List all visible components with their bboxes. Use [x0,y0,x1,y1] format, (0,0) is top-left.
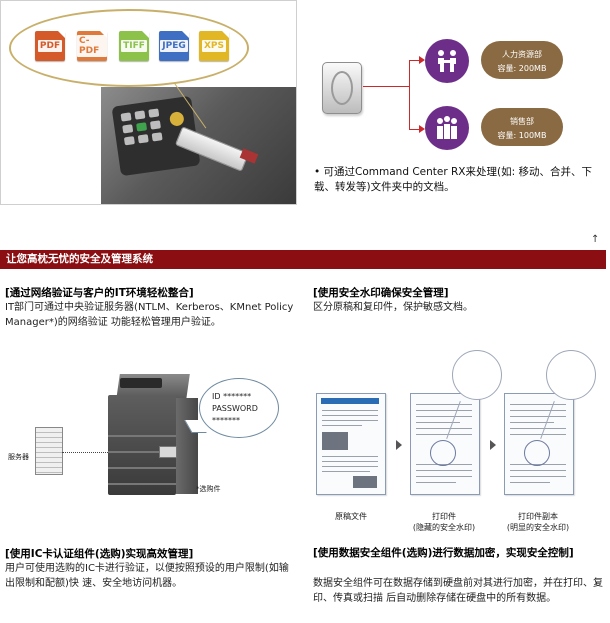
back-to-top-icon[interactable]: ↑ [591,234,600,245]
data-security-title: [使用数据安全组件(选购)进行数据加密，实现安全控制] [313,547,574,559]
file-format-label: XPS [201,40,227,52]
department-name: 人力资源部 [502,50,542,59]
group-icon [425,106,469,150]
file-format-icon-tiff: TIFF [119,31,149,61]
option-label: *选购件 [196,485,221,493]
watermark-title: [使用安全水印确保安全管理] [313,287,449,299]
section-banner: 让您高枕无忧的安全及管理系统 [0,250,606,269]
arrow-head-icon [419,56,425,64]
copy-sub-label: (明显的安全水印) [506,523,570,532]
print-label: 打印件 [432,512,456,521]
connector-line [409,60,410,130]
file-format-label: JPEG [160,40,188,52]
file-format-icon-c-pdf: C-PDF [77,31,107,61]
arrow-right-icon [396,440,402,450]
password-mask: ******* [212,416,240,425]
server-label: 服务器 [8,453,29,461]
id-field-text: ID ******* [212,392,252,401]
watermark-body: 区分原稿和复印件，保护敏感文档。 [313,302,473,313]
magnifier-hidden-watermark-icon [452,350,502,400]
hard-disk-icon [322,62,362,114]
login-speech-bubble [199,378,279,438]
network-auth-title: [通过网络验证与客户的IT环境轻松整合] [5,287,194,299]
handshake-icon [425,39,469,83]
connector-line [363,86,409,87]
copy-caption: 打印件副本 (明显的安全水印) [494,511,582,533]
mfp-control-panel [120,378,162,388]
magnifier-ring [430,440,456,466]
data-security-body: 数据安全组件可在数据存储到硬盘前对其进行加密，并在打印、复印、传真或扫描 后自动… [313,578,603,604]
department-name: 销售部 [510,117,534,126]
magnifier-ring [524,440,550,466]
ic-card-reader-icon [159,446,177,458]
mfp-side [176,398,198,494]
file-format-icon-jpeg: JPEG [159,31,189,61]
connector-line [409,129,421,130]
command-center-description: • 可通过Command Center RX来处理(如: 移动、合并、下载、转发… [314,166,592,193]
network-link-line [62,452,108,453]
connector-line [409,60,421,61]
file-format-icon-pdf: PDF [35,31,65,61]
department-capacity: 容量: 200MB [497,64,547,73]
print-sub-label: (隐藏的安全水印) [412,523,476,532]
file-format-label: PDF [37,40,63,52]
file-format-icon-xps: XPS [199,31,229,61]
arrow-head-icon [419,125,425,133]
usb-printing-panel: PDF C-PDF TIFF JPEG XPS [0,0,297,205]
arrow-right-icon [490,440,496,450]
file-format-label: C-PDF [77,35,107,57]
department-card-hr: 人力资源部 容量: 200MB [481,41,563,79]
department-capacity: 容量: 100MB [497,131,547,140]
department-card-sales: 销售部 容量: 100MB [481,108,563,146]
print-caption: 打印件 (隐藏的安全水印) [400,511,488,533]
multifunction-printer-image [108,395,176,495]
password-label: PASSWORD [212,404,258,413]
original-document [316,393,386,495]
ic-card-body: 用户可使用选购的IC卡进行验证，以便按照预设的用户限制(如输出限制和配额)快 速… [5,563,289,589]
file-format-label: TIFF [121,40,147,52]
network-auth-body: IT部门可通过中央验证服务器(NTLM、Kerberos、KMnet Polic… [5,302,294,328]
server-icon [35,427,63,475]
copy-label: 打印件副本 [518,512,558,521]
original-document-caption: 原稿文件 [335,512,367,521]
ic-card-title: [使用IC卡认证组件(选购)实现高效管理] [5,548,194,560]
magnifier-visible-watermark-icon [546,350,596,400]
